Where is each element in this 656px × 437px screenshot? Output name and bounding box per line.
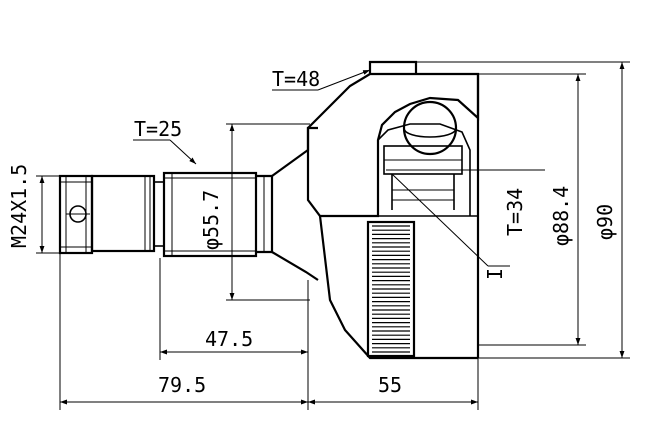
- part-type-label: I: [483, 268, 507, 280]
- abs-ring: [366, 220, 416, 358]
- bell-length-label: 55: [378, 373, 402, 397]
- shaft-groove: [153, 181, 165, 247]
- bell-section-hatch: [306, 72, 480, 218]
- outer-diameter-label: φ90: [593, 204, 617, 240]
- dimensions: [36, 61, 630, 410]
- shaft: [58, 126, 319, 281]
- teeth-bell-label: T=48: [272, 67, 320, 91]
- overall-length-label: 79.5: [158, 373, 206, 397]
- shaft-diameter-label: φ55.7: [199, 190, 223, 250]
- teeth-shaft-label: T=25: [134, 117, 182, 141]
- abs-diameter-label: φ88.4: [549, 186, 573, 246]
- labels: M24X1.5 φ55.7 47.5 79.5 55 φ90 φ88.4 T=2…: [7, 67, 617, 397]
- thread-label: M24X1.5: [7, 164, 31, 248]
- teeth-abs-label: T=34: [503, 188, 527, 236]
- shaft-length-label: 47.5: [205, 327, 253, 351]
- inner-race: [383, 100, 463, 210]
- outer-bell-housing: [306, 60, 480, 360]
- spline-section: [162, 171, 258, 258]
